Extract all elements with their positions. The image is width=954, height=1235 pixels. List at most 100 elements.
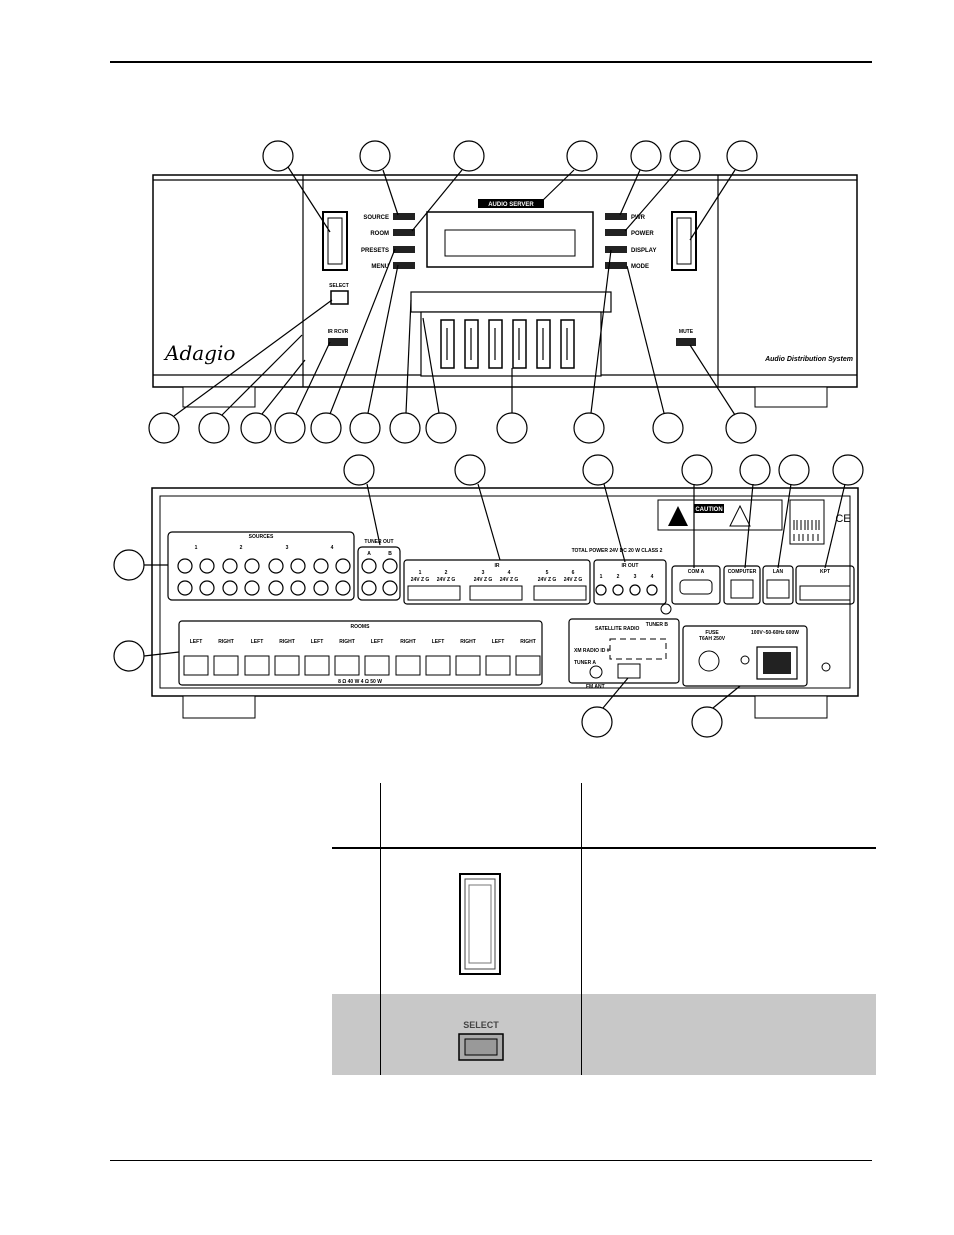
room-left-2: LEFT [251, 639, 264, 645]
lan-port[interactable] [766, 579, 790, 599]
room-button[interactable] [393, 229, 415, 236]
computer-port[interactable] [730, 579, 754, 599]
xm-connector[interactable] [660, 603, 672, 615]
ce-mark: CE [835, 513, 850, 525]
power-block [682, 625, 808, 687]
ir-num-6: 6 [572, 570, 575, 576]
power-label: POWER [631, 231, 654, 237]
computer-block [723, 565, 761, 605]
xm-label: XM RADIO ID # [574, 648, 610, 654]
room-left-5: LEFT [432, 639, 445, 645]
ir-terminal-2: 24V Z G [437, 577, 456, 583]
row-description-cell [581, 848, 876, 994]
ir-receiver-label: IR RCVR [328, 329, 349, 335]
source-number-3: 3 [286, 545, 289, 551]
ir-num-2: 2 [445, 570, 448, 576]
com-label: COM A [688, 569, 705, 575]
table-header-description [581, 783, 876, 849]
front-bottom-callouts [148, 248, 757, 444]
power-rating: 100V~50-60Hz 600W [751, 630, 799, 636]
ir-num-4: 4 [508, 570, 511, 576]
room-right-1: RIGHT [218, 639, 234, 645]
mute-button[interactable] [676, 338, 696, 346]
display-button[interactable] [605, 246, 627, 253]
source-number-1: 1 [195, 545, 198, 551]
display-model-text: AUDIO SERVER [488, 202, 534, 208]
speaker-terminals [183, 655, 541, 676]
db9-port[interactable] [679, 579, 713, 595]
warning-triangle-icon [668, 506, 688, 526]
power-button[interactable] [605, 229, 627, 236]
sources-label: SOURCES [249, 534, 274, 540]
com-a-block [671, 565, 721, 605]
ir-num-3: 3 [482, 570, 485, 576]
fuse-rating: T6AH 250V [699, 636, 726, 642]
display-model-badge [478, 199, 544, 208]
room-right-3: RIGHT [339, 639, 355, 645]
impedance-note: 8 Ω 40 W 4 Ω 50 W [338, 679, 382, 685]
room-left-1: LEFT [190, 639, 203, 645]
row-description-cell [581, 994, 876, 1075]
ir-in-block [403, 559, 591, 605]
menu-label: MENU [371, 264, 389, 270]
rear-callouts [113, 454, 864, 738]
fuse-label: FUSE [705, 630, 719, 636]
total-power-label: TOTAL POWER 24V DC 20 W CLASS 2 [572, 548, 663, 554]
footer-rule [110, 1160, 872, 1161]
fuse-holder[interactable] [698, 650, 720, 672]
brand-logo: Adagio [163, 341, 235, 365]
pwr-button[interactable] [605, 213, 627, 220]
room-left-3: LEFT [311, 639, 324, 645]
tuner-out-b: B [388, 551, 392, 557]
display-label: DISPLAY [631, 248, 656, 254]
ir-out-block [593, 559, 667, 605]
row-number-cell [332, 994, 381, 1075]
mode-label: MODE [631, 264, 649, 270]
table-row: SELECT [332, 994, 876, 1075]
caution-label: CAUTION [695, 507, 722, 513]
computer-label: COMPUTER [728, 569, 757, 575]
presets-button[interactable] [393, 246, 415, 253]
tuner-out-block [357, 546, 401, 601]
pwr-label: PWR [631, 215, 646, 221]
tuner-out-a: A [367, 551, 371, 557]
tune-knob-right[interactable] [671, 211, 697, 271]
ir-terminal-6: 24V Z G [564, 577, 583, 583]
menu-button[interactable] [393, 262, 415, 269]
front-top-callouts [262, 140, 758, 241]
warning-outline-icon [729, 504, 751, 527]
kpt-label: KPT [820, 569, 830, 575]
ground-screw [821, 662, 831, 672]
fm-ant-label: FM ANT [586, 684, 605, 690]
select-button[interactable] [330, 290, 349, 305]
source-number-2: 2 [240, 545, 243, 551]
sources-block [167, 531, 355, 601]
ir-num-5: 5 [546, 570, 549, 576]
controls-table: SELECT [332, 783, 876, 1075]
ir-out-label: IR OUT [622, 563, 639, 569]
preset-buttons [440, 319, 575, 369]
ir-terminal-strips: 24V Z G 24V Z G 24V Z G 24V Z G 24V Z G … [407, 570, 587, 601]
volume-knob-illustration [459, 873, 501, 975]
ir-label: IR [495, 563, 500, 569]
volume-knob-left[interactable] [322, 211, 348, 271]
fm-antenna-jack[interactable] [589, 665, 603, 679]
source-label: SOURCE [363, 215, 389, 221]
tagline: Audio Distribution System [764, 356, 853, 363]
table-header-number [332, 783, 381, 849]
ir-out-num-3: 3 [634, 574, 637, 580]
ir-out-num-2: 2 [617, 574, 620, 580]
mode-button[interactable] [605, 262, 627, 269]
ir-out-num-1: 1 [600, 574, 603, 580]
lan-label: LAN [773, 569, 784, 575]
source-button[interactable] [393, 213, 415, 220]
satellite-label: SATELLITE RADIO [595, 626, 639, 632]
row-image-cell: SELECT [380, 994, 582, 1075]
room-left-4: LEFT [371, 639, 384, 645]
ir-terminal-1: 24V Z G [411, 577, 430, 583]
rooms-label: ROOMS [351, 624, 371, 630]
row-image-cell [380, 848, 582, 994]
left-button-stack: SOURCE ROOM PRESETS MENU [361, 213, 415, 270]
select-label: SELECT [329, 283, 349, 289]
room-right-4: RIGHT [400, 639, 416, 645]
